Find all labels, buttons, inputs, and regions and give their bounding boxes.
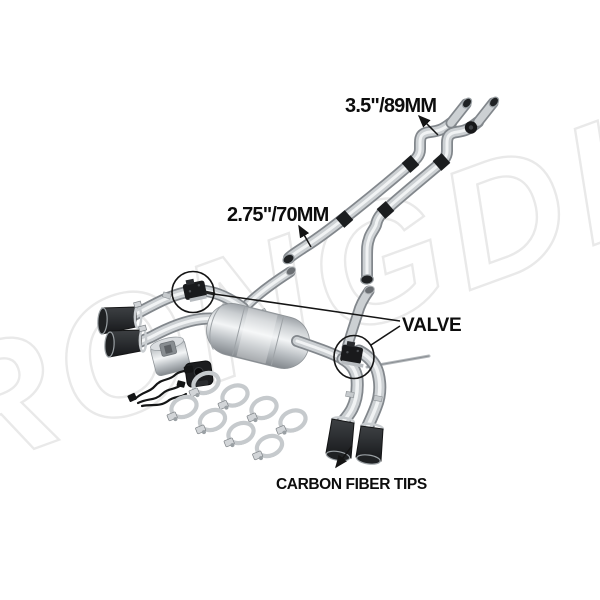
gasket-ring [464,121,478,134]
right-tailpipes [297,341,382,428]
sleeve-coupler [401,155,420,173]
sleeve-coupler [376,201,395,219]
carbon-tip [355,425,384,462]
band-clamp [248,432,285,463]
valve-callout-line [213,293,401,322]
right-carbon-tips [325,416,385,465]
annotations: VALVE 3.5"/89MM 2.75"/70MM CARBON FIBER … [171,95,462,493]
sleeve-coupler [432,153,451,171]
pipe-open-end [461,97,473,109]
band-clamp [272,407,309,438]
watermark-text: RONGDI [0,84,600,511]
valve-circle-left [171,270,215,314]
carbon-tip [325,418,355,459]
carbon-tips-label: CARBON FIBER TIPS [276,476,427,493]
front-pipe-arrow [417,114,439,136]
mid-pipe-open-end [360,274,374,285]
valve-circle-right [333,334,375,380]
mid-pipe-open-end [282,253,295,265]
valve-label: VALVE [402,315,462,336]
sleeve-coupler [335,210,354,228]
front-pipe-diameter-label: 3.5"/89MM [345,95,436,117]
front-pipes [282,96,500,285]
spare-coupler [150,336,191,377]
mid-pipe-arrow [298,224,312,248]
left-carbon-tips [97,300,148,358]
pipe-open-end [488,96,500,108]
valve-callout-line [370,325,401,346]
mid-pipe-diameter-label: 2.75"/70MM [227,204,329,226]
right-exhaust-valve [340,340,364,368]
rear-inlet-pipe [347,285,375,348]
tips-arrow [335,445,353,469]
muffler-inlet-pipe [242,266,297,310]
muffler [206,302,310,369]
band-clamp [220,419,257,450]
